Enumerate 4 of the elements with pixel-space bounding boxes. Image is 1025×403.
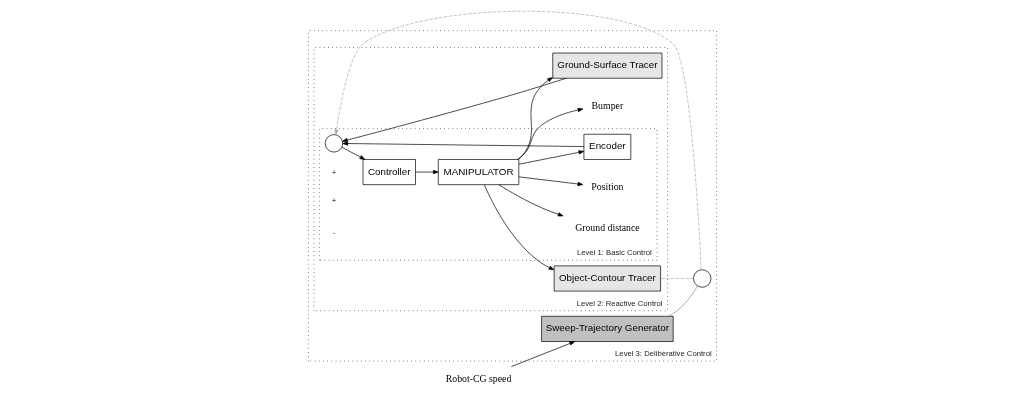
node-text: Robot-CG speed	[445, 372, 512, 384]
node-text: Ground distance	[575, 221, 640, 233]
node-text: Position	[591, 181, 624, 193]
node-text: Bumper	[591, 99, 624, 111]
